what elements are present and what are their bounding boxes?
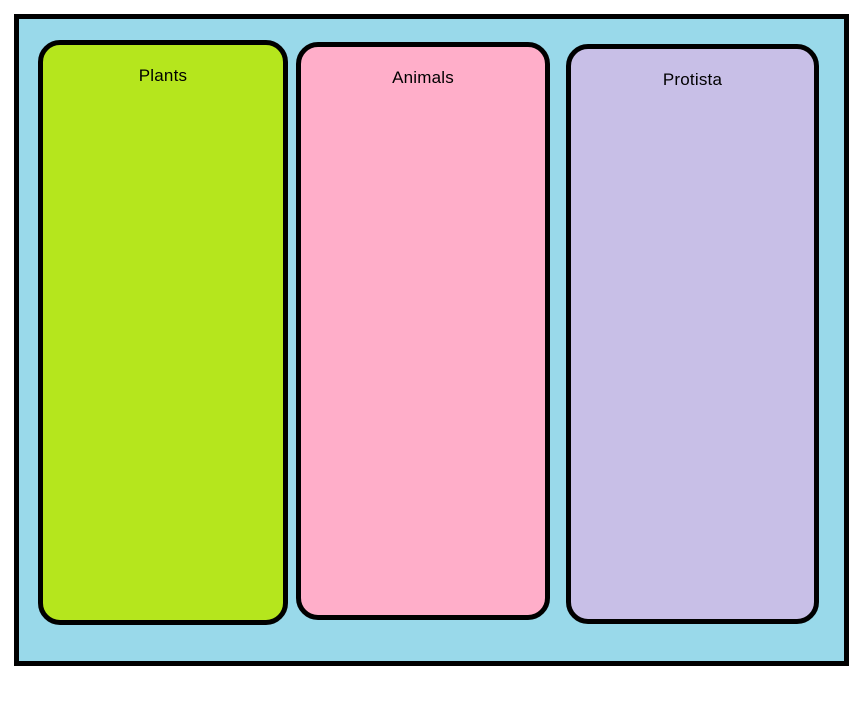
- category-box-plants: Plants: [38, 40, 288, 625]
- category-box-animals: Animals: [296, 42, 550, 620]
- category-label-animals: Animals: [392, 68, 454, 87]
- category-box-protista: Protista: [566, 44, 819, 624]
- organizer-board: Plants Animals Protista: [14, 14, 849, 666]
- category-label-plants: Plants: [138, 66, 188, 85]
- category-label-protista: Protista: [662, 70, 723, 89]
